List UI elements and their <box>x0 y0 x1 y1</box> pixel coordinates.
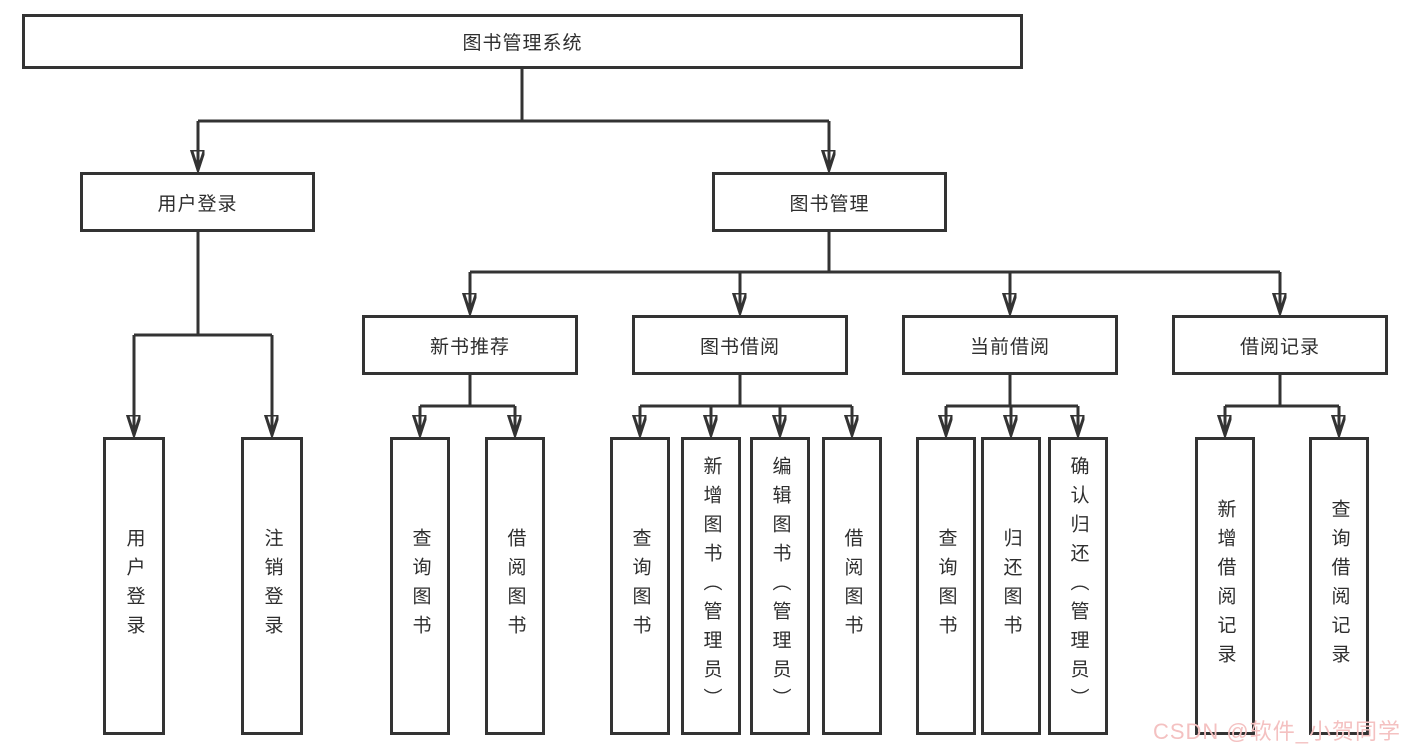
node-current-borrowing: 当前借阅 <box>902 315 1118 375</box>
leaf-search-borrow-record: 查询借阅记录 <box>1309 437 1369 735</box>
leaf-logout: 注销登录 <box>241 437 303 735</box>
leaf-search-books-current: 查询图书 <box>916 437 976 735</box>
leaf-borrow-books: 借阅图书 <box>822 437 882 735</box>
node-borrowing-records: 借阅记录 <box>1172 315 1388 375</box>
node-new-book-recommendation: 新书推荐 <box>362 315 578 375</box>
leaf-add-borrow-record: 新增借阅记录 <box>1195 437 1255 735</box>
leaf-return-books: 归还图书 <box>981 437 1041 735</box>
node-book-borrowing: 图书借阅 <box>632 315 848 375</box>
leaf-user-login: 用户登录 <box>103 437 165 735</box>
leaf-search-books-borrowing: 查询图书 <box>610 437 670 735</box>
leaf-borrow-books-recommend: 借阅图书 <box>485 437 545 735</box>
leaf-add-book-admin: 新增图书（管理员） <box>681 437 741 735</box>
leaf-confirm-return-admin: 确认归还（管理员） <box>1048 437 1108 735</box>
csdn-watermark: CSDN @软件_小贺同学 <box>1152 719 1401 744</box>
leaf-search-books-recommend: 查询图书 <box>390 437 450 735</box>
node-book-management: 图书管理 <box>712 172 947 232</box>
node-library-management-system: 图书管理系统 <box>22 14 1023 69</box>
node-user-login: 用户登录 <box>80 172 315 232</box>
leaf-edit-book-admin: 编辑图书（管理员） <box>750 437 810 735</box>
